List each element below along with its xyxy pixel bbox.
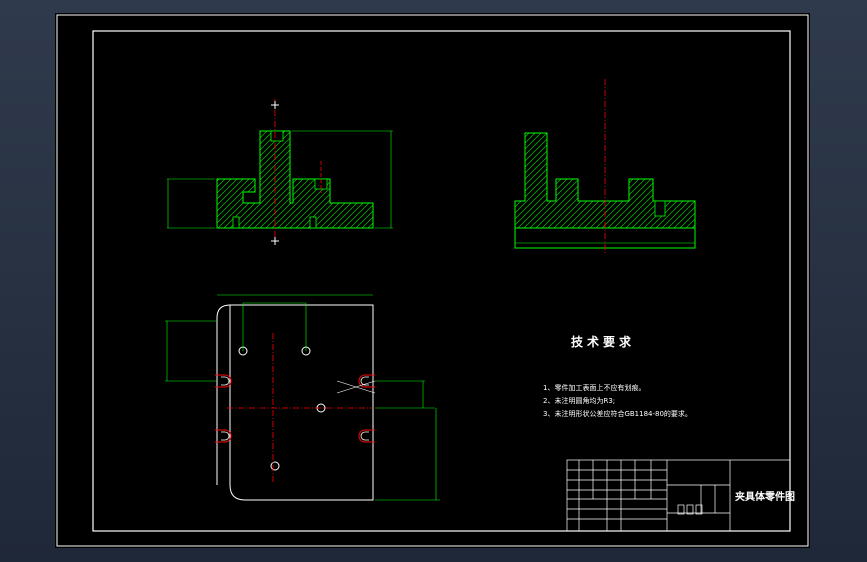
leader-line	[336, 380, 376, 394]
drawing-frame	[92, 30, 791, 532]
section-mark	[271, 101, 279, 245]
notes-title: 技术要求	[571, 334, 635, 349]
plan-corner	[216, 304, 231, 319]
u-slot-right-bottom	[358, 429, 375, 443]
u-slot-inner	[360, 431, 369, 441]
u-slot-inner	[221, 376, 230, 386]
hole-4	[270, 461, 280, 471]
u-slot-right-top	[358, 374, 375, 388]
bottom-slot-left	[232, 216, 240, 229]
sheet-border	[56, 14, 809, 547]
part-name: 夹具体零件图	[735, 490, 795, 503]
side-section-body	[514, 132, 696, 229]
plan-view	[165, 294, 440, 501]
drawing-sheet: 技术要求 1、零件加工表面上不应有划痕。 2、未注明圆角均为R3; 3、未注明形…	[56, 14, 809, 547]
u-slot-left-bottom	[215, 429, 232, 443]
title-block	[566, 459, 791, 532]
plan-outline	[229, 304, 374, 501]
u-slot-inner	[221, 431, 230, 441]
cad-viewport[interactable]: 技术要求 1、零件加工表面上不应有划痕。 2、未注明圆角均为R3; 3、未注明形…	[55, 13, 810, 548]
note-2: 2、未注明圆角均为R3;	[543, 396, 615, 405]
note-1: 1、零件加工表面上不应有划痕。	[543, 383, 645, 392]
side-section-view	[514, 79, 696, 253]
u-slot-inner	[360, 376, 369, 386]
front-section-view	[167, 99, 393, 245]
u-slot-left-top	[215, 374, 232, 388]
top-slot	[270, 130, 284, 142]
technical-notes: 技术要求 1、零件加工表面上不应有划痕。 2、未注明圆角均为R3; 3、未注明形…	[543, 334, 692, 418]
side-slot	[654, 200, 666, 217]
note-3: 3、未注明形状公差应符合GB1184-80的要求。	[543, 409, 692, 418]
front-section-body	[216, 130, 374, 229]
bottom-slot-right	[309, 216, 317, 229]
